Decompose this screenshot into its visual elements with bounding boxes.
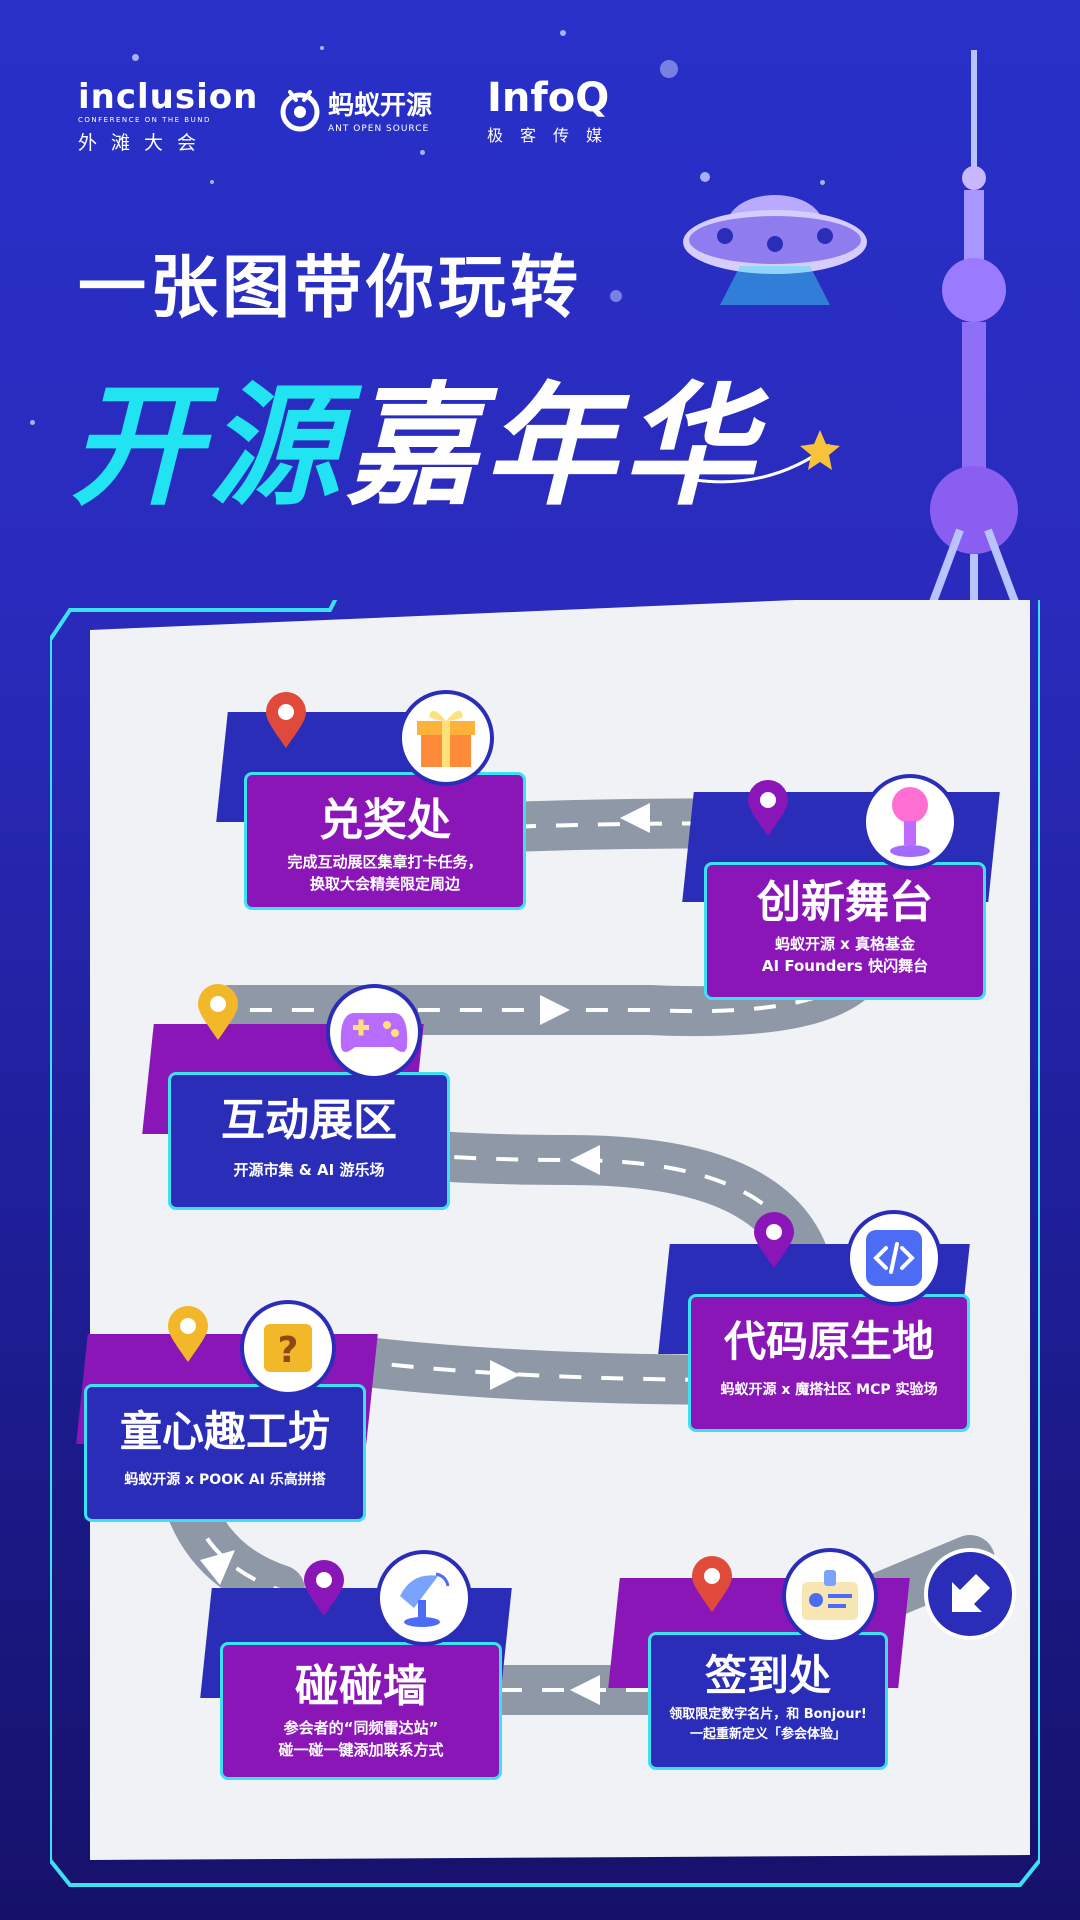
station-desc: 蚂蚁开源 x POOK AI 乐高拼搭 bbox=[124, 1472, 326, 1489]
station-card: 代码原生地 蚂蚁开源 x 魔搭社区 MCP 实验场 bbox=[688, 1294, 970, 1432]
station-card: 碰碰墙 参会者的“同频雷达站” 碰一碰一键添加联系方式 bbox=[220, 1642, 502, 1780]
station-desc-line: AI Founders 快闪舞台 bbox=[761, 957, 929, 976]
ant-open-source-logo: 蚂蚁开源 ANT OPEN SOURCE bbox=[278, 85, 432, 134]
station-title: 童心趣工坊 bbox=[119, 1407, 330, 1456]
gamepad-icon bbox=[326, 984, 422, 1080]
satellite-dish-icon bbox=[376, 1550, 472, 1646]
station-desc-line: 领取限定数字名片，和 Bonjour! bbox=[669, 1707, 867, 1723]
infoq-logo: InfoQ 极客传媒 bbox=[487, 78, 619, 146]
star bbox=[420, 150, 425, 155]
station-desc-line: 碰一碰一键添加联系方式 bbox=[278, 1741, 444, 1760]
station-desc-line: 一起重新定义「参会体验」 bbox=[689, 1727, 846, 1743]
location-pin-icon bbox=[748, 780, 788, 836]
station-desc: 完成互动展区集章打卡任务， 换取大会精美限定周边 bbox=[247, 851, 523, 895]
ant-logo-cn: 蚂蚁开源 bbox=[328, 91, 433, 121]
station-desc: 蚂蚁开源 x 魔搭社区 MCP 实验场 bbox=[720, 1382, 938, 1399]
station-desc-line: 完成互动展区集章打卡任务， bbox=[287, 853, 483, 872]
ant-icon bbox=[280, 89, 320, 131]
station-desc: 领取限定数字名片，和 Bonjour! 一起重新定义「参会体验」 bbox=[651, 1705, 885, 1745]
inclusion-logo-subtitle: CONFERENCE ON THE BUND bbox=[78, 116, 211, 124]
question-block-icon: ? bbox=[240, 1300, 336, 1396]
star bbox=[30, 420, 35, 425]
location-pin-icon bbox=[692, 1556, 732, 1612]
infoq-logo-text: InfoQ bbox=[487, 75, 610, 121]
location-pin-icon bbox=[266, 692, 306, 748]
station-desc-line: 参会者的“同频雷达站” bbox=[283, 1719, 439, 1738]
station-desc-line: 蚂蚁开源 x 真格基金 bbox=[774, 935, 916, 954]
station-desc: 蚂蚁开源 x 真格基金 AI Founders 快闪舞台 bbox=[707, 933, 983, 977]
station-title: 兑奖处 bbox=[319, 795, 451, 846]
station-title: 代码原生地 bbox=[723, 1317, 934, 1366]
station-desc: 开源市集 & AI 游乐场 bbox=[233, 1161, 385, 1180]
station-card: 创新舞台 蚂蚁开源 x 真格基金 AI Founders 快闪舞台 bbox=[704, 862, 986, 1000]
inclusion-logo-text: inclusion bbox=[78, 77, 259, 117]
station-title: 碰碰墙 bbox=[295, 1661, 427, 1712]
station-title: 互动展区 bbox=[221, 1095, 397, 1146]
ufo-icon bbox=[683, 195, 867, 305]
location-pin-icon bbox=[168, 1306, 208, 1362]
star bbox=[210, 180, 214, 184]
star bbox=[700, 172, 710, 182]
tv-tower-icon bbox=[926, 50, 1022, 610]
road-arrows bbox=[200, 803, 650, 1705]
star bbox=[132, 54, 139, 61]
inclusion-logo-cn: 外滩大会 bbox=[78, 132, 211, 154]
star bbox=[610, 290, 622, 302]
road-arrow bbox=[540, 995, 570, 1025]
microphone-icon bbox=[862, 774, 958, 870]
station-desc-line: 换取大会精美限定周边 bbox=[309, 875, 460, 894]
inclusion-logo: inclusion CONFERENCE ON THE BUND 外滩大会 bbox=[78, 80, 258, 155]
star bbox=[320, 46, 324, 50]
star bbox=[660, 60, 678, 78]
start-arrow-button[interactable] bbox=[924, 1548, 1016, 1640]
road-arrow bbox=[620, 803, 650, 833]
headline-line-1: 一张图带你玩转 bbox=[78, 249, 583, 328]
infoq-logo-cn: 极客传媒 bbox=[487, 126, 620, 145]
headline-highlight: 开源 bbox=[70, 370, 346, 524]
star bbox=[560, 30, 566, 36]
code-icon bbox=[846, 1210, 942, 1306]
location-pin-icon bbox=[304, 1560, 344, 1616]
station-desc: 参会者的“同频雷达站” 碰一碰一键添加联系方式 bbox=[223, 1717, 499, 1761]
gift-icon bbox=[398, 690, 494, 786]
station-title: 签到处 bbox=[704, 1651, 831, 1700]
arrow-down-left-icon bbox=[952, 1574, 990, 1612]
headline-main: 嘉年华 bbox=[346, 370, 760, 524]
station-card: 兑奖处 完成互动展区集章打卡任务， 换取大会精美限定周边 bbox=[244, 772, 526, 910]
road-arrow bbox=[570, 1675, 600, 1705]
ant-logo-en: ANT OPEN SOURCE bbox=[328, 124, 430, 134]
road-arrow bbox=[490, 1360, 520, 1390]
badge-icon bbox=[782, 1548, 878, 1644]
station-card: 签到处 领取限定数字名片，和 Bonjour! 一起重新定义「参会体验」 bbox=[648, 1632, 888, 1770]
location-pin-icon bbox=[198, 984, 238, 1040]
station-title: 创新舞台 bbox=[757, 877, 933, 928]
road-arrow bbox=[570, 1145, 600, 1175]
location-pin-icon bbox=[754, 1212, 794, 1268]
station-card: 童心趣工坊 蚂蚁开源 x POOK AI 乐高拼搭 bbox=[84, 1384, 366, 1522]
headline-line-2: 开源嘉年华 bbox=[70, 340, 760, 531]
road-arrow bbox=[200, 1550, 235, 1585]
star bbox=[820, 180, 825, 185]
svg-text:?: ? bbox=[278, 1330, 299, 1371]
station-card: 互动展区 开源市集 & AI 游乐场 bbox=[168, 1072, 450, 1210]
shooting-star-icon bbox=[694, 430, 840, 484]
